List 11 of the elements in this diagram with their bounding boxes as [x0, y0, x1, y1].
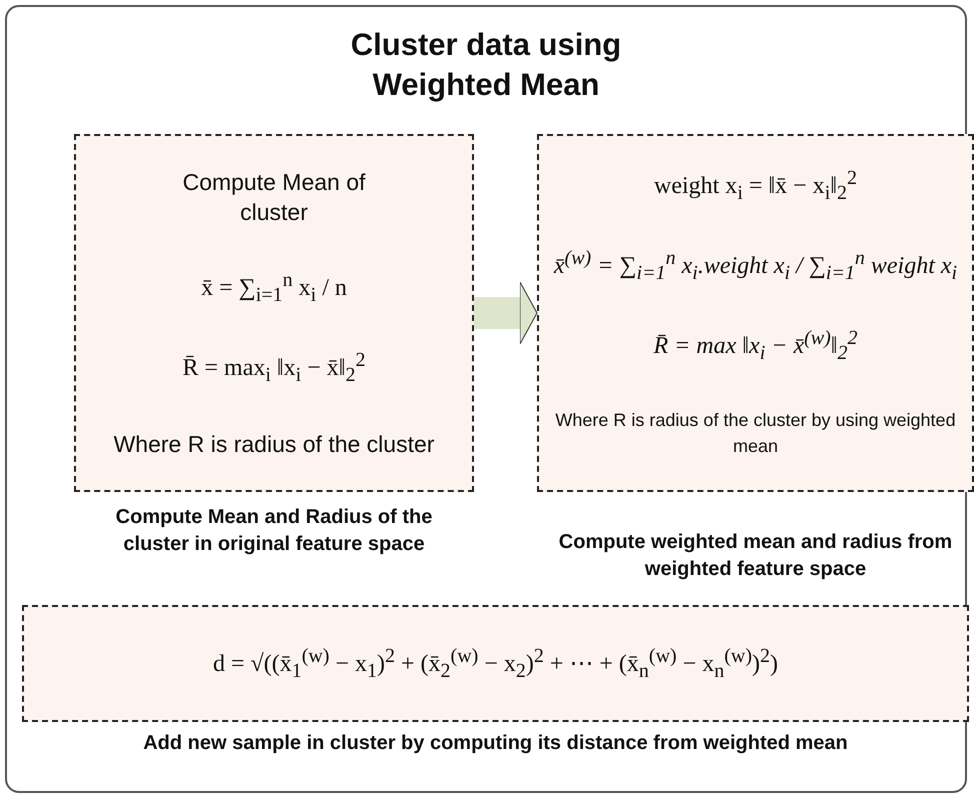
- panel-text: Compute Mean of cluster: [182, 168, 366, 228]
- block-arrow: [474, 282, 538, 344]
- panel-caption: Compute Mean and Radius of the cluster in original feature space: [114, 505, 434, 557]
- panel-text: Where R is radius of the cluster: [114, 430, 434, 459]
- panel-caption: Add new sample in cluster by computing its distance from weighted mean: [142, 731, 849, 756]
- formula: d = √((x̄$_{1}$$^{(w)}$ − x$_{1}$)$^{2}$ + (x̄$_{2}$$^{(w)}$ − x$_{2}$)$^{2}$ + ⋯ + (x̄$_{n}$$^{(w)}$ − x$_{n}$$^{(w)}$)$^{2}$): [213, 644, 778, 682]
- note-text: Where R is radius of the cluster by using weighted mean: [554, 408, 957, 458]
- panel-caption: Compute weighted mean and radius from weighted feature space: [558, 530, 954, 582]
- frame-heading: Cluster data using Weighted Mean: [350, 26, 622, 104]
- formula: x̄ = ∑$_{i=1}$$^{n}$ x$_{i}$ / n: [201, 269, 347, 307]
- formula: x̄$^{(w)}$ = ∑$_{i=1}$$^{n}$ x$_{i}$.weight x$_{i}$ / ∑$_{i=1}$$^{n}$ weight x$_{i}$: [554, 247, 958, 285]
